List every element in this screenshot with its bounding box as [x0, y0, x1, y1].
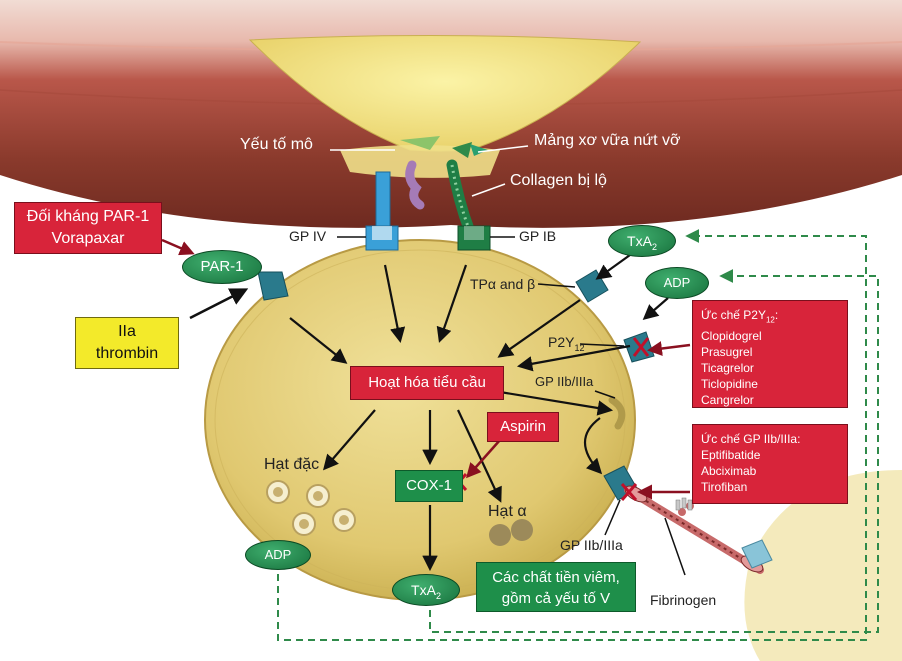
- platelet-activation-box: Hoạt hóa tiểu cầu: [350, 366, 504, 400]
- drug-ticlopidine: Ticlopidine: [701, 377, 758, 392]
- collagen-label: Collagen bị lộ: [510, 172, 607, 189]
- gp2b3a-inhibitors-box: Ức chế GP IIb/IIIa: Eptifibatide Abcixim…: [692, 424, 848, 504]
- inhibitor-arrows: [161, 238, 691, 500]
- gp-ib-label: GP IB: [519, 228, 557, 244]
- drug-cangrelor: Cangrelor: [701, 393, 754, 408]
- tissue-factor-label: Yếu tố mô: [240, 136, 313, 153]
- gp2b3a-receptor-inactive: [608, 396, 626, 430]
- gp2b3a-label-bottom: GP IIb/IIIa: [560, 537, 623, 553]
- gp-ib-receptor: [457, 225, 491, 251]
- adp-oval-top: ADP: [645, 267, 709, 299]
- p2y12-label: P2Y12: [548, 334, 585, 353]
- p2y12-inhibitors-box: Ức chế P2Y12: Clopidogrel Prasugrel Tica…: [692, 300, 848, 408]
- fibrinogen-label: Fibrinogen: [650, 592, 717, 608]
- alpha-granules: [489, 519, 533, 546]
- alpha-granules-label: Hạt α: [488, 503, 527, 520]
- par1-oval: PAR-1: [182, 250, 262, 284]
- plaque-rupture-label: Mảng xơ vữa nứt vỡ: [534, 132, 681, 149]
- aspirin-box: Aspirin: [487, 412, 559, 442]
- gp2b3a-inhibitors-title: Ức chế GP IIb/IIIa:: [701, 432, 801, 446]
- plaque: [248, 34, 642, 152]
- tissue-factor: [405, 160, 425, 210]
- adjacent-platelet: [744, 470, 902, 661]
- dense-granules-label: Hạt đặc: [264, 456, 320, 473]
- activation-arrows: [189, 254, 669, 572]
- thrombin-box: IIa thrombin: [75, 317, 179, 369]
- txa2-oval-bottom: TxA2: [392, 574, 460, 606]
- collagen-strand-blue: [375, 171, 391, 235]
- drug-prasugrel: Prasugrel: [701, 345, 753, 360]
- cox1-box: COX-1: [395, 470, 463, 502]
- ruptured-plaque-fragment: [400, 136, 440, 150]
- txa2-oval-top: TxA2: [608, 225, 676, 257]
- dense-granules: [266, 480, 356, 536]
- drug-tirofiban: Tirofiban: [701, 480, 748, 494]
- gp2b3a-label-top: GP IIb/IIIa: [535, 374, 594, 389]
- drug-ticagrelor: Ticagrelor: [701, 361, 754, 376]
- tp-label: TPα and β: [470, 276, 536, 292]
- gp2b3a-receptor-partner: [741, 539, 773, 569]
- adp-oval-bottom: ADP: [245, 540, 311, 570]
- p2y12-inhibitors-title: Ức chế P2Y12:: [701, 308, 779, 325]
- gp-iv-label: GP IV: [289, 228, 327, 244]
- par1-receptor: [257, 271, 289, 301]
- par1-antagonist-box: Đối kháng PAR-1 Vorapaxar: [14, 202, 162, 254]
- feedback-loop: [277, 229, 879, 641]
- proinflammatory-box: Các chất tiền viêm, gồm cả yếu tố V: [476, 562, 636, 612]
- drug-eptifibatide: Eptifibatide: [701, 448, 761, 462]
- drug-abciximab: Abciximab: [701, 464, 757, 478]
- drug-clopidogrel: Clopidogrel: [701, 329, 762, 344]
